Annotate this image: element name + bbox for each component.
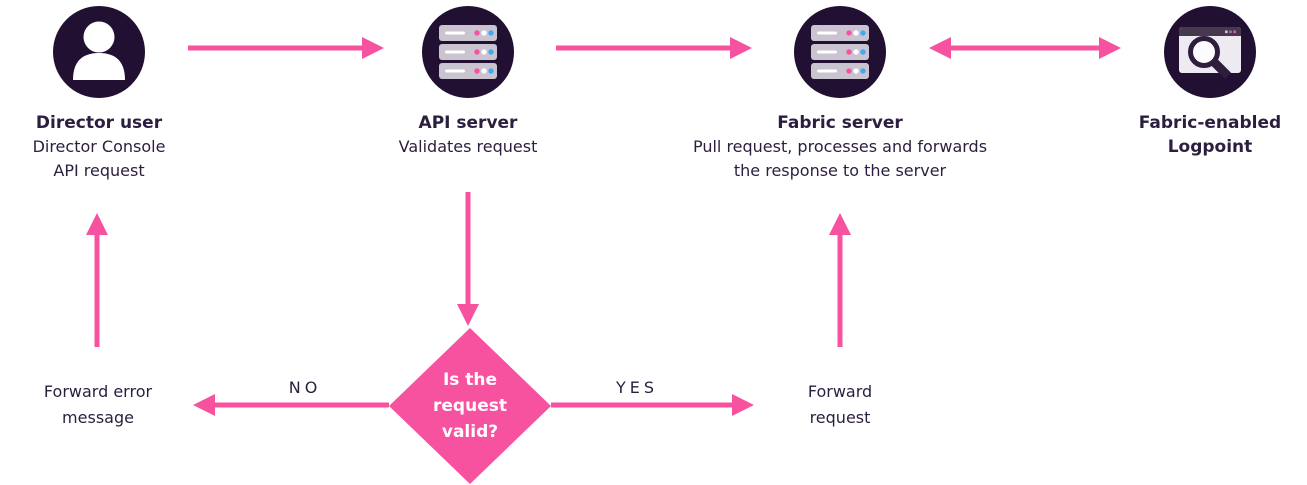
label-forward-request: Forward request — [807, 382, 873, 427]
branch-label-yes: YES — [615, 378, 659, 397]
node-subtitle: Pull request, processes and forwards — [692, 137, 988, 156]
node-subtitle: the response to the server — [733, 161, 947, 180]
arrow-decision-no-left — [193, 394, 389, 416]
node-title: Fabric server — [777, 113, 903, 133]
decision-diamond — [389, 328, 551, 484]
browser-search-icon — [1164, 6, 1256, 98]
label-forward-error-message: Forward error message — [43, 382, 153, 427]
node-api-server: API server Validates request — [348, 6, 588, 159]
arrow-decision-yes-right — [551, 394, 754, 416]
node-fabric-server: Fabric server Pull request, processes an… — [640, 6, 1040, 183]
arrow-api-to-fabric — [556, 37, 752, 59]
node-title: Fabric-enabled — [1138, 113, 1282, 133]
user-icon — [53, 6, 145, 98]
arrow-forward-to-fabric — [829, 213, 851, 347]
node-subtitle: Director Console — [32, 137, 166, 156]
node-title: Director user — [35, 113, 163, 133]
node-subtitle: API request — [53, 161, 145, 180]
arrow-fabric-logpoint-bidirectional — [929, 37, 1121, 59]
server-icon — [422, 6, 514, 98]
node-fabric-enabled-logpoint: Fabric-enabled Logpoint — [1090, 6, 1307, 159]
node-title: API server — [418, 113, 518, 133]
node-title: Logpoint — [1167, 137, 1253, 157]
arrow-error-to-director — [86, 213, 108, 347]
decision-question: Is the request valid? — [433, 370, 507, 442]
node-subtitle: Validates request — [398, 137, 538, 156]
server-icon — [794, 6, 886, 98]
arrow-api-to-decision — [457, 192, 479, 326]
node-director-user: Director user Director Console API reque… — [0, 6, 198, 183]
arrow-director-to-api — [188, 37, 384, 59]
branch-label-no: NO — [288, 378, 322, 397]
